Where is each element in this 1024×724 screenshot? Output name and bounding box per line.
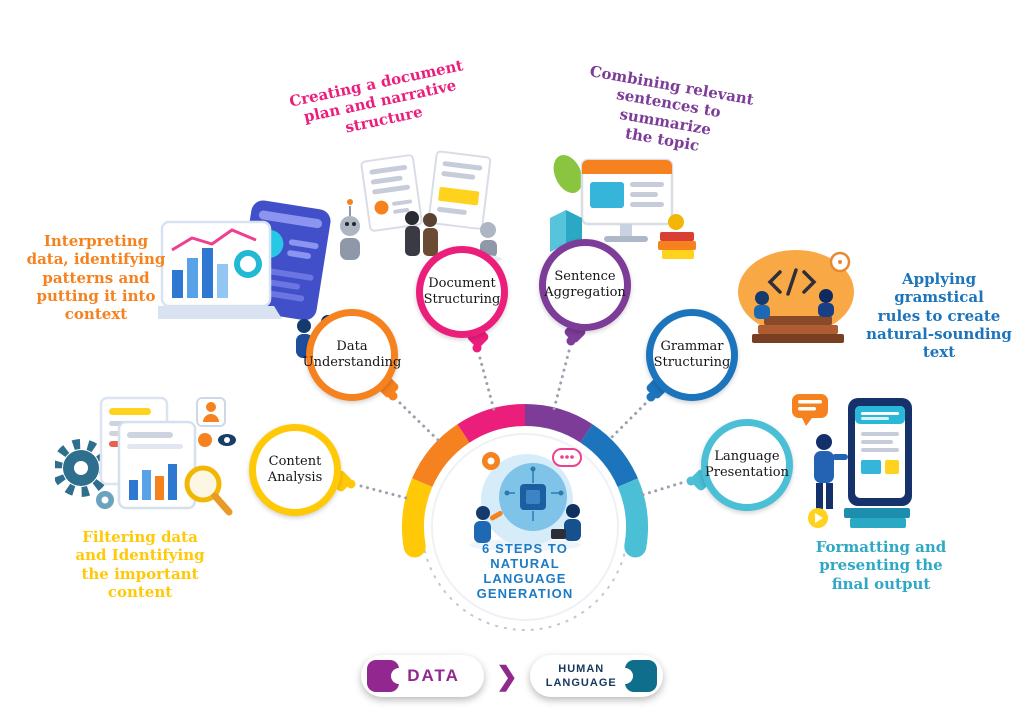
language-presentation-illustration xyxy=(792,394,912,528)
content-analysis-illustration xyxy=(55,396,236,516)
description-grammar-structuring: Applying gramstical rules to create natu… xyxy=(866,270,1012,362)
connector-dot xyxy=(566,336,576,346)
legend: DATA ❯ HUMAN LANGUAGE xyxy=(0,655,1024,697)
human-language-icon xyxy=(624,660,657,692)
step-bubble-data-understanding: Data Understanding xyxy=(303,309,401,401)
description-data-understanding: Interpreting data, identifying patterns … xyxy=(26,232,166,324)
arc-segment-grammar-structuring xyxy=(580,424,638,488)
step-label-document-structuring: Document Structuring xyxy=(423,275,501,307)
step-bubble-document-structuring: Document Structuring xyxy=(416,246,508,338)
step-bubble-content-analysis: Content Analysis xyxy=(249,424,341,516)
connector-dot xyxy=(346,479,356,489)
arc-segment-language-presentation xyxy=(617,478,648,549)
legend-data-label: DATA xyxy=(407,666,460,685)
legend-human-language-pill: HUMAN LANGUAGE xyxy=(529,655,663,697)
center-title: 6 STEPS TO NATURAL LANGUAGE GENERATION xyxy=(476,541,574,601)
step-bubble-grammar-structuring: Grammar Structuring xyxy=(646,309,738,401)
step-label-content-analysis: Content Analysis xyxy=(267,453,323,485)
chevron-right-icon: ❯ xyxy=(495,661,518,691)
step-bubble-sentence-aggregation: Sentence Aggregation xyxy=(539,239,631,331)
step-label-grammar-structuring: Grammar Structuring xyxy=(653,338,731,370)
step-bubble-language-presentation: Language Presentation xyxy=(701,419,793,511)
description-language-presentation: Formatting and presenting the final outp… xyxy=(815,538,947,593)
step-label-data-understanding: Data Understanding xyxy=(302,338,402,370)
hub-graphic xyxy=(402,404,648,631)
human-language-icon-notch xyxy=(624,668,633,684)
hub-illustration xyxy=(469,448,582,551)
data-icon xyxy=(367,660,400,692)
arc-segment-data-understanding xyxy=(412,424,470,488)
arc-segment-sentence-aggregation xyxy=(524,404,593,443)
grammar-structuring-illustration xyxy=(738,250,854,343)
legend-data-pill: DATA xyxy=(361,655,484,697)
step-label-sentence-aggregation: Sentence Aggregation xyxy=(544,268,626,300)
step-label-language-presentation: Language Presentation xyxy=(705,448,789,480)
sentence-aggregation-illustration xyxy=(550,154,696,259)
arc-segment-document-structuring xyxy=(457,404,526,443)
arc-segment-content-analysis xyxy=(402,478,433,549)
document-structuring-illustration xyxy=(340,150,502,264)
data-icon-notch xyxy=(391,668,400,684)
legend-human-language-label: HUMAN LANGUAGE xyxy=(545,662,617,689)
connector-dot xyxy=(472,343,482,353)
central-hub: 6 STEPS TO NATURAL LANGUAGE GENERATION xyxy=(395,397,655,657)
description-content-analysis: Filtering data and Identifying the impor… xyxy=(75,528,205,601)
description-document-structuring: Creating a document plan and narrative s… xyxy=(287,56,465,137)
